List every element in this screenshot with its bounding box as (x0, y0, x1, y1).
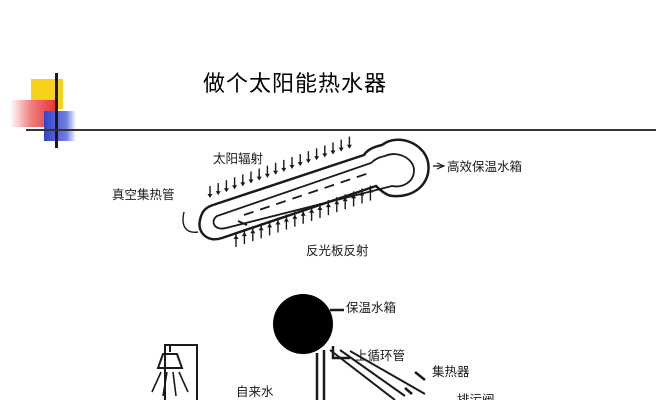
radiation-arrow-head (314, 156, 320, 161)
reflection-arrow-head (258, 226, 264, 231)
radiation-arrow-head (281, 167, 287, 172)
water-heater-system-drawing (151, 294, 426, 400)
label-upper-circulation-pipe: 上循环管 (355, 348, 405, 363)
radiation-arrow-head (346, 144, 352, 149)
label-tap-water: 自来水 (236, 384, 274, 399)
label-reflector: 反光板反射 (306, 243, 369, 258)
reflection-arrow-head (267, 223, 273, 228)
radiation-arrow-head (289, 165, 295, 169)
radiation-arrow-head (240, 182, 246, 187)
reflection-arrow-head (325, 203, 331, 208)
reflection-arrow-head (300, 211, 306, 216)
reflection-arrow-head (359, 191, 365, 196)
reflection-arrow-head (292, 214, 298, 219)
vacuum-tube-drawing (198, 138, 430, 241)
label-leaders (182, 162, 446, 233)
radiation-arrow-head (264, 173, 270, 178)
label-collector: 集热器 (432, 364, 470, 379)
radiation-arrow-head (322, 153, 328, 158)
radiation-arrow-head (256, 176, 262, 181)
reflector-arrows (233, 185, 373, 247)
radiation-arrow-head (338, 147, 344, 152)
radiation-arrow-head (207, 194, 213, 198)
title-underline (26, 129, 656, 131)
reflection-arrow-head (309, 208, 315, 213)
reflection-arrow-head (342, 197, 348, 202)
radiation-arrow-head (223, 188, 229, 193)
radiation-arrow-head (215, 191, 221, 196)
label-drain-valve: 排污阀 (457, 392, 495, 400)
reflection-arrow-head (317, 206, 323, 210)
solar-radiation-arrows (207, 136, 352, 198)
radiation-arrow-head (305, 159, 311, 164)
radiation-arrow-head (232, 185, 238, 190)
label-insulated-tank: 保温水箱 (346, 300, 396, 315)
insulated-tank-shape (273, 294, 333, 354)
reflection-arrow-head (250, 229, 256, 234)
reflection-arrow-head (367, 188, 373, 193)
label-solar-radiation: 太阳辐射 (213, 151, 263, 166)
decorative-blue-square (44, 111, 76, 141)
radiation-arrow-head (330, 150, 336, 155)
reflection-arrow-head (275, 220, 281, 225)
reflection-arrow-head (351, 194, 357, 199)
radiation-arrow-head (273, 170, 279, 175)
label-vacuum-tube: 真空集热管 (112, 187, 175, 202)
decorative-vertical-line (55, 73, 58, 148)
reflection-arrow-head (233, 235, 239, 239)
slide-title: 做个太阳能热水器 (202, 72, 387, 97)
reflection-arrow-head (241, 232, 247, 237)
radiation-arrow-head (248, 179, 254, 184)
reflection-arrow-head (283, 217, 289, 222)
label-insulated-tank-top: 高效保温水箱 (447, 159, 522, 174)
radiation-arrow-head (297, 162, 303, 167)
reflection-arrow-head (334, 200, 340, 205)
